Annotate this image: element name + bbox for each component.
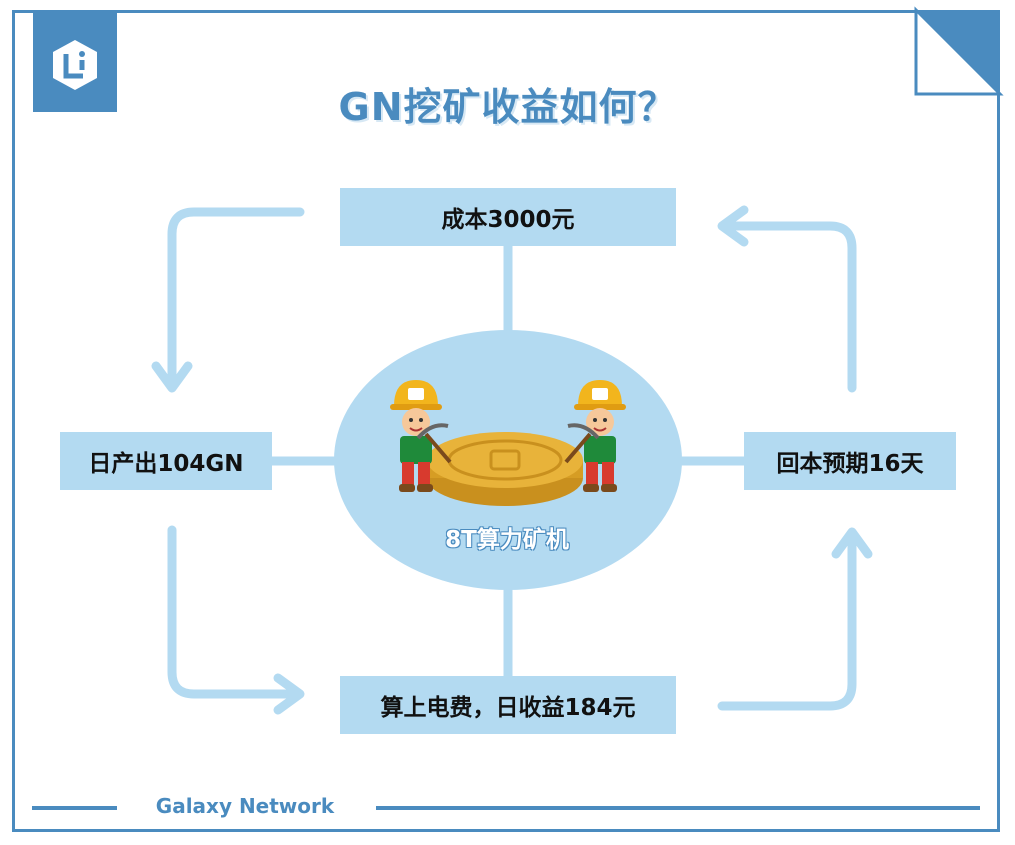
arrow-head-right [273, 673, 305, 715]
center-label: 8T算力矿机 [445, 527, 569, 553]
page-title: GN挖矿收益如何？ [338, 85, 677, 129]
footer-divider-left [32, 806, 117, 810]
footer-brand: Galaxy Network [155, 794, 335, 818]
node-payback: 回本预期16天 [744, 432, 956, 490]
miner-icon [390, 380, 452, 492]
logo-icon [53, 40, 97, 90]
arrow-payback-to-cost [725, 221, 857, 393]
arrow-head-down [151, 361, 193, 393]
arrow-cost-to-daily [167, 207, 305, 385]
arrow-head-up [831, 527, 873, 559]
node-daily-output: 日产出104GN [60, 432, 272, 490]
pickaxe-icon [564, 423, 600, 464]
node-cost: 成本3000元 [340, 188, 676, 246]
arrow-net-to-payback [717, 535, 857, 711]
node-net-income: 算上电费，日收益184元 [340, 676, 676, 734]
logo [33, 12, 117, 112]
arrow-head-left [717, 205, 749, 247]
pickaxe-icon [416, 423, 452, 464]
arrow-daily-to-net [167, 525, 297, 699]
footer-divider-right [376, 806, 980, 810]
miner-icon [564, 380, 626, 492]
page-corner-icon [914, 6, 1004, 96]
coin-icon [427, 432, 583, 506]
